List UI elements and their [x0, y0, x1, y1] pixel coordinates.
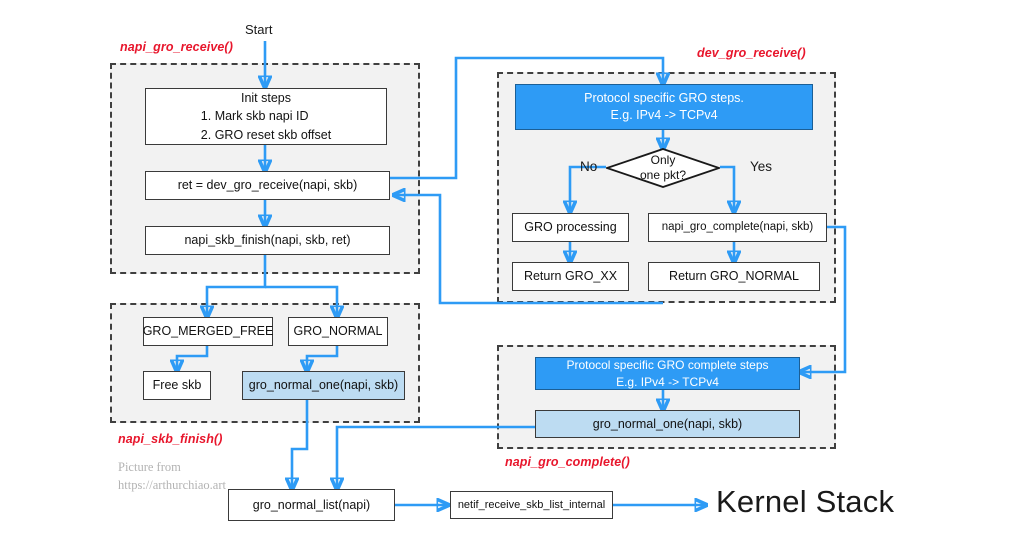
branch-label-yes: Yes: [750, 159, 773, 174]
label-dev-gro-receive: dev_gro_receive(): [697, 46, 806, 60]
branch-label-no: No: [580, 159, 598, 174]
node-gro-processing: GRO processing: [512, 213, 629, 242]
protocol-gro-steps-line2: E.g. IPv4 -> TCPv4: [610, 108, 718, 122]
node-return-gro-xx: Return GRO_XX: [512, 262, 629, 291]
node-netif-receive-skb-list-internal: netif_receive_skb_list_internal: [450, 491, 613, 519]
node-decision-only-one-pkt: Only one pkt?: [606, 148, 720, 188]
label-napi-skb-finish: napi_skb_finish(): [118, 432, 223, 446]
protocol-gro-complete-line2: E.g. IPv4 -> TCPv4: [616, 374, 719, 389]
node-protocol-gro-steps: Protocol specific GRO steps. E.g. IPv4 -…: [515, 84, 813, 130]
node-free-skb: Free skb: [143, 371, 211, 400]
protocol-gro-complete-line1: Protocol specific GRO complete steps: [566, 358, 769, 373]
protocol-gro-steps-line1: Protocol specific GRO steps.: [584, 91, 744, 106]
attribution-line2: https://arthurchiao.art: [118, 478, 226, 493]
label-napi-gro-complete: napi_gro_complete(): [505, 455, 630, 469]
node-init-steps: Init steps 1. Mark skb napi ID 2. GRO re…: [145, 88, 387, 145]
node-napi-gro-complete-call: napi_gro_complete(napi, skb): [648, 213, 827, 242]
node-protocol-gro-complete-steps: Protocol specific GRO complete steps E.g…: [535, 357, 800, 390]
attribution-line1: Picture from: [118, 460, 181, 474]
start-label: Start: [245, 22, 273, 37]
node-gro-merged-free: GRO_MERGED_FREE: [143, 317, 273, 346]
decision-line1: Only: [650, 153, 676, 167]
init-steps-item-1: 1. Mark skb napi ID: [200, 109, 309, 124]
node-gro-normal-list: gro_normal_list(napi): [228, 489, 395, 521]
init-steps-heading: Init steps: [240, 91, 291, 106]
kernel-stack-label: Kernel Stack: [716, 484, 895, 519]
node-return-gro-normal: Return GRO_NORMAL: [648, 262, 820, 291]
attribution: Picture from https://arthurchiao.art: [118, 458, 226, 494]
decision-line2: one pkt?: [639, 168, 687, 182]
label-napi-gro-receive: napi_gro_receive(): [120, 40, 233, 54]
node-napi-skb-finish-call: napi_skb_finish(napi, skb, ret): [145, 226, 390, 255]
node-gro-normal-one-right: gro_normal_one(napi, skb): [535, 410, 800, 438]
init-steps-item-2: 2. GRO reset skb offset: [200, 127, 332, 142]
node-gro-normal: GRO_NORMAL: [288, 317, 388, 346]
node-gro-normal-one-left: gro_normal_one(napi, skb): [242, 371, 405, 400]
node-dev-gro-receive-call: ret = dev_gro_receive(napi, skb): [145, 171, 390, 200]
